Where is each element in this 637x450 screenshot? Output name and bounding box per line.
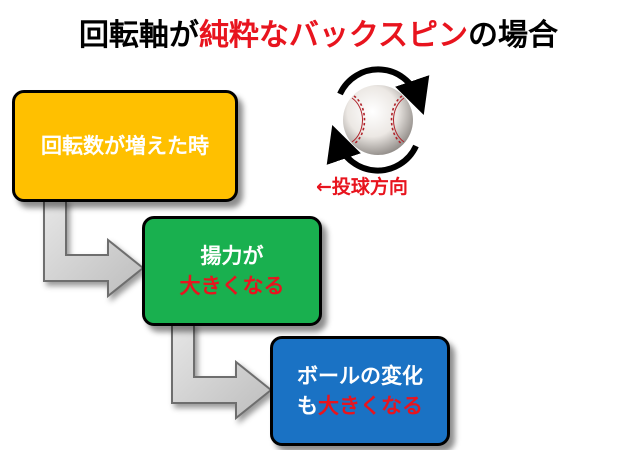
- step-2-emphasis: 大きくなる: [179, 274, 285, 298]
- step-3-prefix: も: [297, 394, 318, 418]
- pitch-direction-label: ←投球方向: [316, 176, 408, 198]
- baseball-illustration: [322, 64, 434, 176]
- step-3-line-2: も大きくなる: [297, 391, 423, 421]
- rotation-arrows-icon: [326, 66, 430, 174]
- baseball-svg: [326, 66, 430, 174]
- title-highlight: 純粋なバックスピン: [198, 18, 469, 53]
- step-3-line-1: ボールの変化: [297, 364, 423, 388]
- step-3-emphasis: 大きくなる: [318, 394, 423, 418]
- flow-arrow-1: [43, 199, 145, 299]
- step-box-lift: 揚力が 大きくなる: [142, 216, 322, 326]
- baseball-icon: [343, 85, 413, 155]
- flow-arrow-2: [171, 323, 273, 421]
- step-box-spin-increase: 回転数が増えた時: [12, 90, 238, 202]
- step-box-break: ボールの変化 も大きくなる: [270, 336, 450, 446]
- step-1-label: 回転数が増えた時: [41, 134, 209, 158]
- step-2-line-1: 揚力が: [200, 244, 264, 268]
- title-prefix: 回転軸が: [78, 18, 199, 53]
- page-title: 回転軸が純粋なバックスピンの場合: [0, 10, 637, 54]
- title-suffix: の場合: [468, 18, 559, 53]
